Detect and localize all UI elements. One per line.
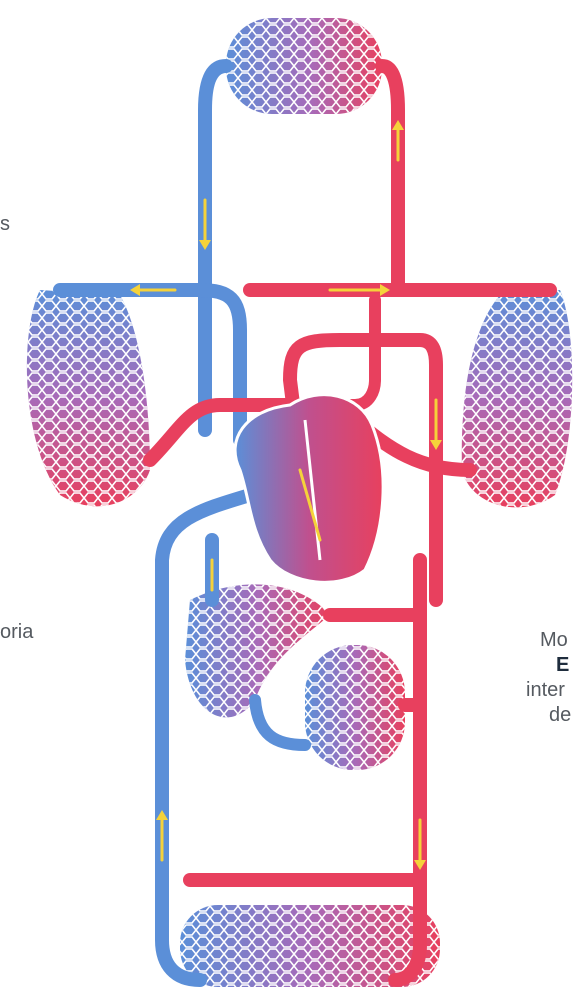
capillary-bed-right-lung — [462, 290, 572, 507]
capillary-bed-top — [226, 18, 382, 114]
capillary-bed-left-lung — [27, 290, 150, 506]
capillary-bed-kidney — [305, 645, 405, 770]
heart — [235, 395, 383, 583]
venous-vessels — [60, 66, 250, 980]
